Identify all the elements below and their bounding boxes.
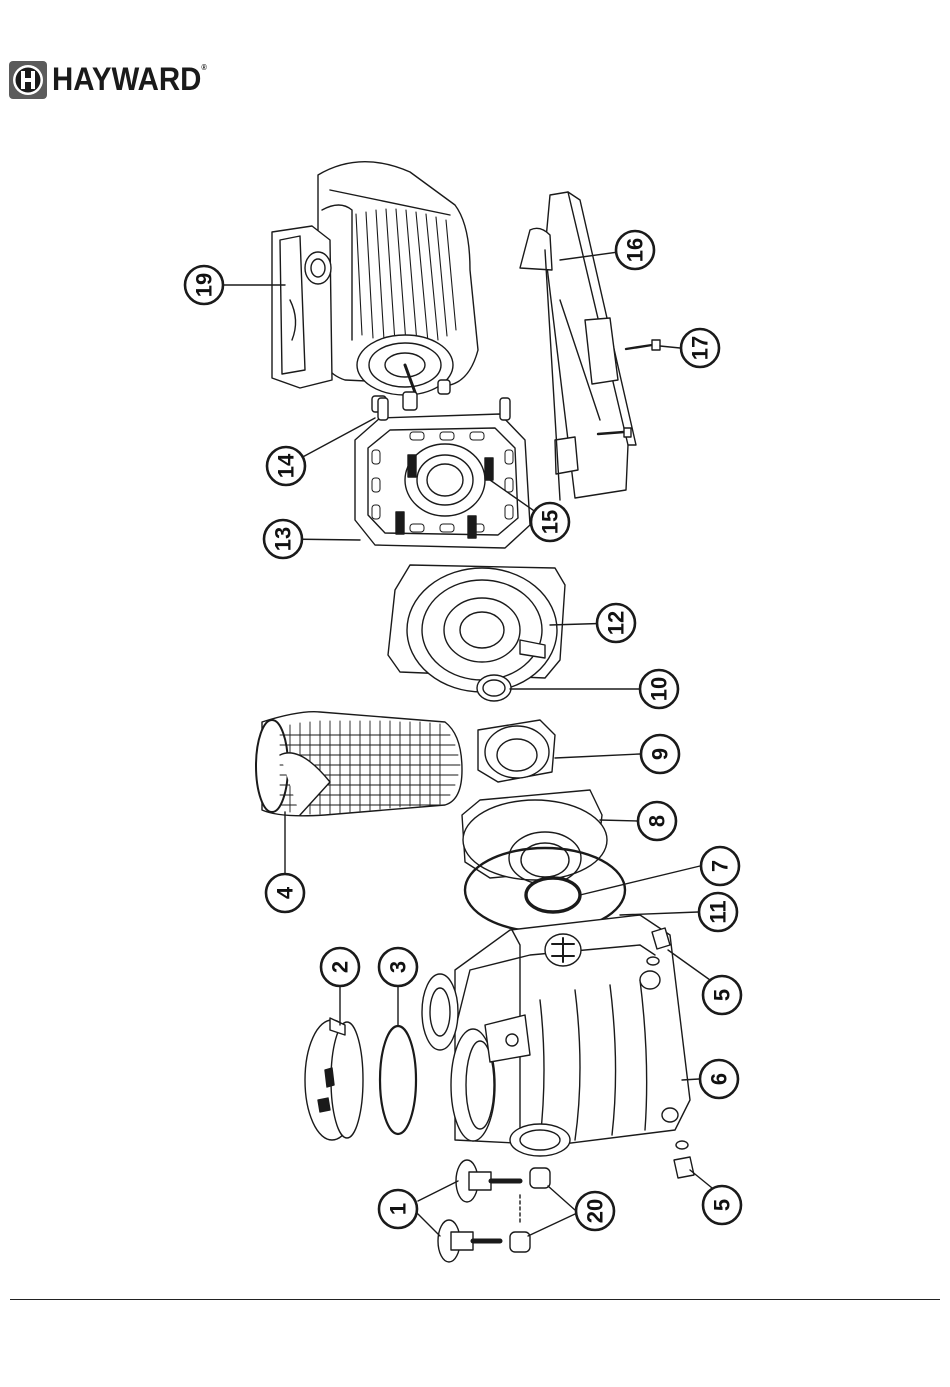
svg-text:15: 15: [538, 510, 563, 534]
svg-text:3: 3: [386, 961, 411, 973]
seal-plate-part: [388, 565, 565, 692]
svg-text:19: 19: [192, 273, 217, 297]
callout-15: 15: [531, 503, 569, 541]
svg-text:12: 12: [604, 611, 629, 635]
lid-oring-part: [380, 1026, 416, 1134]
callout-12: 12: [597, 604, 635, 642]
callout-6: 6: [700, 1060, 738, 1098]
svg-text:14: 14: [274, 453, 299, 478]
diffuser-part: [478, 720, 555, 782]
callout-4: 4: [266, 874, 304, 912]
svg-text:16: 16: [623, 238, 648, 262]
footer-divider: [10, 1299, 940, 1300]
svg-text:13: 13: [271, 527, 296, 551]
adapter-plate-part: [355, 398, 530, 548]
callout-8: 8: [638, 802, 676, 840]
callout-5-bottom: 5: [703, 1186, 741, 1224]
svg-text:1: 1: [386, 1203, 411, 1215]
svg-text:6: 6: [707, 1073, 732, 1085]
callout-5-top: 5: [703, 976, 741, 1014]
pump-housing-part: [422, 915, 690, 1156]
callout-1: 1: [379, 1190, 417, 1228]
svg-text:10: 10: [647, 677, 672, 701]
callout-13: 13: [264, 520, 302, 558]
callout-10: 10: [640, 670, 678, 708]
svg-text:2: 2: [328, 961, 353, 973]
impeller-part: [477, 675, 511, 701]
svg-text:4: 4: [273, 886, 298, 899]
callout-7: 7: [701, 847, 739, 885]
motor-part: [272, 162, 478, 412]
svg-text:9: 9: [648, 748, 673, 760]
svg-text:8: 8: [645, 815, 670, 827]
svg-text:7: 7: [708, 860, 733, 872]
svg-text:20: 20: [583, 1199, 608, 1223]
lid-part: [305, 1018, 363, 1140]
callout-20: 20: [576, 1192, 614, 1230]
svg-text:5: 5: [710, 1199, 735, 1211]
callout-2: 2: [321, 948, 359, 986]
callout-16: 16: [616, 231, 654, 269]
housing-cover-part: [462, 790, 607, 884]
svg-text:17: 17: [688, 336, 713, 360]
callout-3: 3: [379, 948, 417, 986]
svg-text:11: 11: [706, 900, 731, 923]
callout-19: 19: [185, 266, 223, 304]
lid-knob-part: [438, 1160, 520, 1262]
callout-14: 14: [267, 447, 305, 485]
gasket-part: [526, 878, 580, 912]
callout-17: 17: [681, 329, 719, 367]
callout-11: 11: [699, 893, 737, 931]
svg-text:5: 5: [710, 989, 735, 1001]
callout-9: 9: [641, 735, 679, 773]
strainer-basket-part: [256, 712, 462, 816]
